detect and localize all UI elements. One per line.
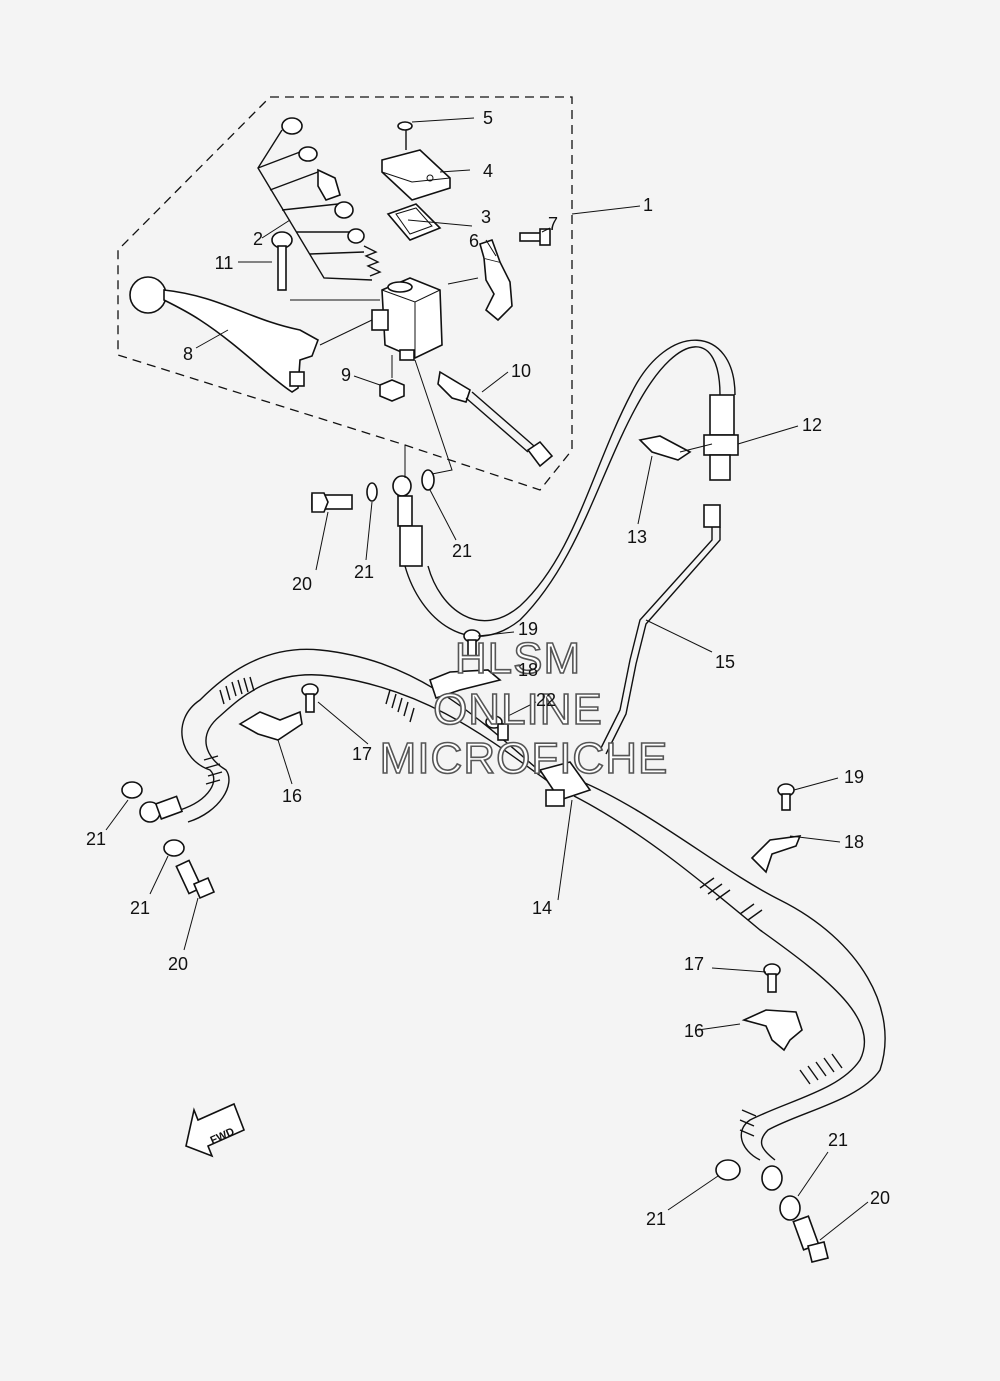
callout-20-left: 20 — [168, 954, 188, 974]
forward-direction-arrow: FWD — [185, 1102, 246, 1158]
callout-21-upper-2: 21 — [452, 541, 472, 561]
bolt-19-right — [777, 783, 795, 811]
callout-21-right-2: 21 — [828, 1130, 848, 1150]
callout-20-upper: 20 — [292, 574, 312, 594]
copper-washer-right-1 — [715, 1159, 741, 1181]
callout-17-right: 17 — [684, 954, 704, 974]
banjo-bolt-left — [175, 859, 216, 900]
callout-6: 6 — [469, 231, 479, 251]
bolt-19-center — [463, 629, 481, 657]
brake-switch — [437, 370, 554, 468]
callout-17-left: 17 — [352, 744, 372, 764]
callout-21-right-1: 21 — [646, 1209, 666, 1229]
clamp-holder — [479, 238, 513, 322]
callout-21-left-2: 21 — [130, 898, 150, 918]
master-cylinder-body — [371, 277, 443, 361]
copper-washer-upper-1 — [366, 482, 378, 502]
hose-fitting-upper — [392, 475, 423, 567]
callout-4: 4 — [483, 161, 493, 181]
brake-hose-right — [573, 779, 886, 1161]
callout-9: 9 — [341, 365, 351, 385]
hose-clamp-16-left — [238, 710, 303, 741]
bolt-17-right — [763, 963, 781, 993]
hose-protector-left — [203, 676, 415, 785]
watermark-line-1: HLSM — [455, 634, 581, 683]
banjo-bolt-upper — [311, 492, 353, 513]
diaphragm — [386, 203, 442, 241]
copper-washer-right-2 — [779, 1195, 801, 1221]
clip-18-center — [429, 669, 502, 700]
callout-10: 10 — [511, 361, 531, 381]
callout-18-right: 18 — [844, 832, 864, 852]
clip-13 — [638, 435, 692, 461]
reservoir-cap-screw — [397, 121, 413, 150]
leader-lines — [105, 117, 869, 1241]
reservoir-cap — [381, 149, 451, 201]
master-cylinder-assembly-outline — [117, 96, 573, 491]
holder-bolt — [519, 228, 551, 246]
callout-16-right: 16 — [684, 1021, 704, 1041]
callout-21-left-1: 21 — [86, 829, 106, 849]
callout-13: 13 — [627, 527, 647, 547]
callout-7: 7 — [548, 214, 558, 234]
callout-18-center: 18 — [518, 660, 538, 680]
brake-pipe — [599, 504, 721, 755]
clip-18-right — [750, 835, 802, 874]
callout-15: 15 — [715, 652, 735, 672]
watermark: HLSM ONLINE MICROFICHE — [379, 633, 669, 784]
hose-clamp-16-right — [741, 1009, 803, 1052]
callout-11: 11 — [215, 253, 234, 273]
callout-2: 2 — [253, 229, 263, 249]
callout-16-left: 16 — [282, 786, 302, 806]
callout-labels: 1 2 3 4 5 6 7 8 9 10 11 12 13 14 15 16 1… — [86, 108, 890, 1229]
hose-fitting-left — [139, 795, 184, 823]
hose-fitting-right — [761, 1165, 783, 1191]
callout-8: 8 — [183, 344, 193, 364]
piston-kit-parts — [257, 117, 382, 281]
hose-protector-right — [699, 877, 843, 1137]
callout-21-upper-1: 21 — [354, 562, 374, 582]
callout-19-center: 19 — [518, 619, 538, 639]
pivot-nut — [379, 379, 405, 402]
callout-14: 14 — [532, 898, 552, 918]
callout-20-right: 20 — [870, 1188, 890, 1208]
banjo-bolt-right — [792, 1215, 829, 1263]
callout-12: 12 — [802, 415, 822, 435]
brake-hose-upper — [404, 339, 736, 637]
copper-washer-left-2 — [163, 839, 185, 857]
callout-22: 22 — [536, 690, 556, 710]
copper-washer-upper-2 — [421, 469, 435, 491]
union-fitting-12 — [703, 394, 739, 481]
bolt-22 — [485, 715, 509, 741]
lever-pivot-bolt — [271, 231, 293, 291]
three-way-joint — [538, 761, 592, 807]
callout-1: 1 — [643, 195, 653, 215]
copper-washer-left-1 — [121, 781, 143, 799]
watermark-line-3: MICROFICHE — [380, 734, 669, 783]
callout-3: 3 — [481, 207, 491, 227]
brake-hose-left — [179, 648, 561, 823]
callout-19-right: 19 — [844, 767, 864, 787]
bolt-17-left — [301, 683, 319, 713]
brake-lever — [129, 276, 319, 393]
callout-5: 5 — [483, 108, 493, 128]
watermark-line-2: ONLINE — [433, 685, 603, 734]
